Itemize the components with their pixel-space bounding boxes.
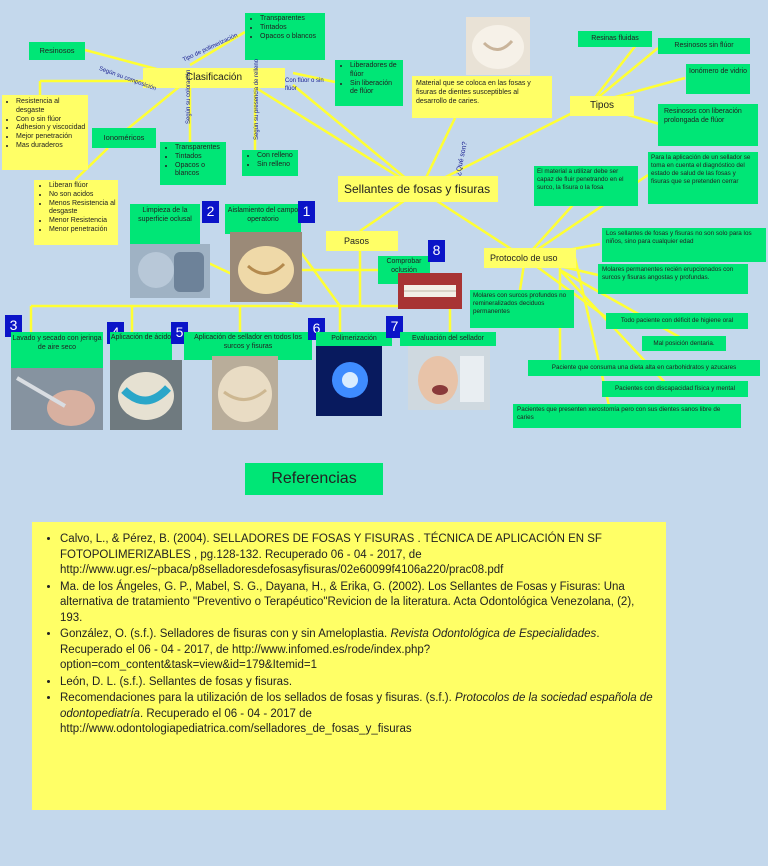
step-2-photo — [130, 244, 210, 298]
protocolo-node: Protocolo de uso — [484, 248, 576, 268]
ionomericos-list: Liberan flúorNo son acidosMenos Resisten… — [34, 180, 118, 245]
protocolo-item-2: Para la aplicación de un sellador se tom… — [648, 152, 758, 204]
tipo-resinas-fluidas: Resinas fluidas — [578, 31, 652, 47]
step-6-photo — [316, 346, 382, 416]
tooth-photo-top — [466, 17, 530, 75]
step-5-number: 5 — [171, 322, 188, 344]
reference-item: Calvo, L., & Pérez, B. (2004). SELLADORE… — [60, 532, 658, 579]
reference-item: González, O. (s.f.). Selladores de fisur… — [60, 627, 658, 674]
step-7-label: Evaluación del sellador — [400, 332, 496, 346]
ionomericos-node: Ionoméricos — [92, 128, 156, 148]
tipo-ionomero-vidrio: Ionómero de vidrio — [686, 64, 750, 94]
step-8-number: 8 — [428, 240, 445, 262]
protocolo-item-9: Pacientes con discapacidad física y ment… — [602, 381, 748, 397]
step-2-number: 2 — [202, 201, 219, 223]
resinosos-node: Resinosos — [29, 42, 85, 60]
step-4-label: Aplicación de ácido — [110, 332, 172, 360]
protocolo-item-7: Mal posición dentaria. — [642, 336, 726, 351]
fluor-list: Liberadores de flúorSin liberación de fl… — [335, 60, 403, 106]
step-8-photo — [398, 273, 462, 309]
references-list: Calvo, L., & Pérez, B. (2004). SELLADORE… — [40, 532, 658, 738]
segun-relleno-label: Según su presencia de relleno — [254, 58, 260, 140]
step-5-label: Aplicación de sellador en todos los surc… — [184, 332, 312, 360]
step-5-photo — [212, 356, 278, 430]
step-4-photo — [110, 360, 182, 430]
protocolo-item-8: Paciente que consuma una dieta alta en c… — [528, 360, 760, 376]
step-7-photo — [408, 346, 490, 410]
step-2-label: Limpieza de la superficie oclusal — [130, 204, 200, 244]
map-title: Sellantes de fosas y fisuras — [338, 176, 498, 202]
pasos-node: Pasos — [326, 231, 398, 251]
material-definition: Material que se coloca en las fosas y fi… — [412, 76, 552, 118]
step-3-label: Lavado y secado con jeringa de aire seco — [11, 332, 103, 368]
reference-item: Recomendaciones para la utilización de l… — [60, 691, 658, 738]
protocolo-item-10: Pacientes que presenten xerostomía pero … — [513, 404, 741, 428]
protocolo-item-4: Molares permanentes recién erupcionados … — [598, 264, 748, 294]
tipo-resinosos-liberacion: Resinosos con liberación prolongada de f… — [658, 104, 758, 146]
tipos-node: Tipos — [570, 96, 634, 116]
references-box: Calvo, L., & Pérez, B. (2004). SELLADORE… — [32, 522, 666, 810]
coloracion-list: TransparentesTintadosOpacos o blancos — [160, 142, 226, 185]
protocolo-item-5: Molares con surcos profundos no reminera… — [470, 290, 574, 328]
protocolo-item-1: El material a utilizar debe ser capaz de… — [534, 166, 638, 206]
clasificacion-node: Clasificación — [143, 68, 285, 88]
tipo-polimerizacion-list: TransparentesTintadosOpacos o blancos — [245, 13, 325, 60]
step-3-number: 3 — [5, 315, 22, 337]
protocolo-item-3: Los sellantes de fosas y fisuras no son … — [602, 228, 766, 262]
step-6-label: Polimerización — [316, 332, 392, 346]
segun-coloracion-label: Según su coloración — [186, 69, 192, 124]
relleno-list: Con rellenoSin relleno — [242, 150, 298, 176]
step-1-photo — [230, 232, 302, 302]
tipo-resinosos-sin-fluor: Resinosos sin flúor — [658, 38, 750, 54]
step-7-number: 7 — [386, 316, 403, 338]
protocolo-item-6: Todo paciente con déficit de higiene ora… — [606, 313, 748, 329]
resinosos-list: Resistencia al desgasteCon o sin flúorAd… — [2, 95, 88, 170]
step-1-label: Aislamiento del campo operatorio — [225, 204, 301, 234]
con-fluor-label: Con flúor o sin flúor — [285, 78, 324, 92]
reference-item: León, D. L. (s.f.). Sellantes de fosas y… — [60, 675, 658, 691]
step-3-photo — [11, 368, 103, 430]
references-title: Referencias — [245, 463, 383, 495]
step-1-number: 1 — [298, 201, 315, 223]
reference-item: Ma. de los Ángeles, G. P., Mabel, S. G.,… — [60, 580, 658, 627]
